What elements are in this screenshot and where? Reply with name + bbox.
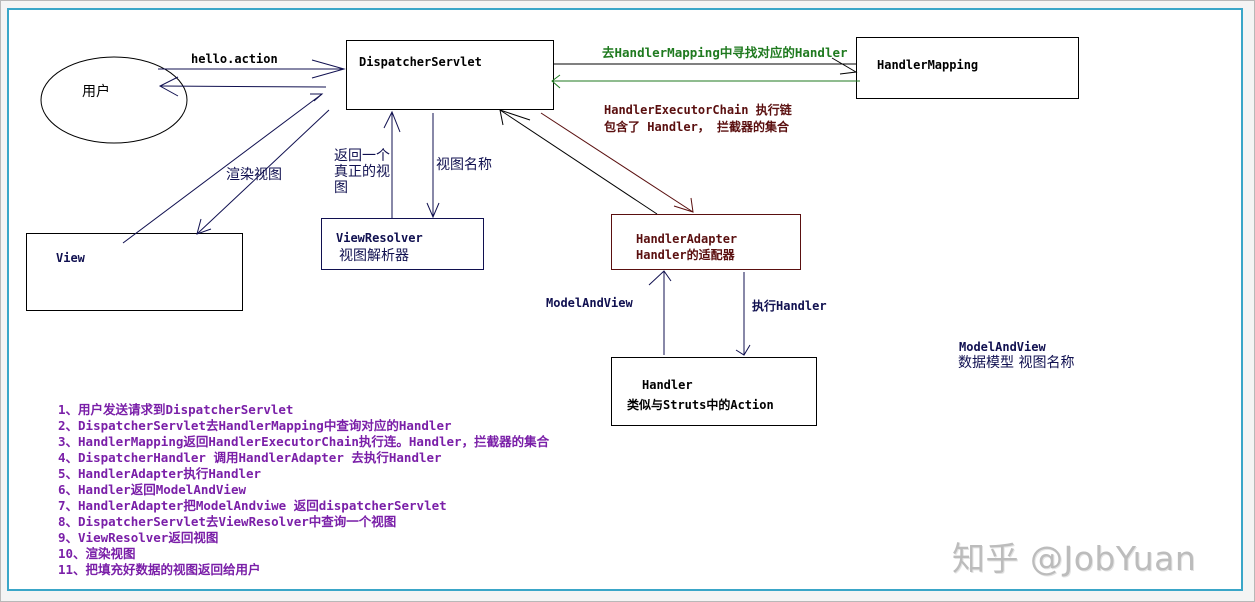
user-label: 用户 (82, 84, 110, 100)
edge-label-execute-handler: 执行Handler (752, 299, 827, 313)
arrowhead-down-icon (735, 344, 751, 356)
edge-label-return-view-line1: 返回一个 (334, 148, 390, 164)
arrowhead-icon (196, 218, 212, 235)
edge-label-render-view: 渲染视图 (226, 167, 282, 183)
arrowhead-up-icon (648, 270, 672, 286)
edge-label-execution-chain-line1: HandlerExecutorChain 执行链 (604, 103, 792, 117)
edge-label-return-view-line3: 图 (334, 180, 348, 196)
view-resolver-label: ViewResolver (336, 231, 423, 245)
edge-label-execution-chain-line2: 包含了 Handler， 拦截器的集合 (604, 120, 790, 134)
edge-dispatcher-to-adapter (540, 112, 694, 213)
step-item: 8、DispatcherServlet去ViewResolver中查询一个视图 (58, 514, 397, 529)
arrowhead-left-icon (158, 76, 179, 97)
arrowhead-icon (499, 109, 531, 126)
arrowhead-icon (673, 197, 694, 213)
view-box: View (26, 233, 243, 311)
step-item: 7、HandlerAdapter把ModelAndviwe 返回dispatch… (58, 498, 447, 513)
handler-label: Handler (642, 378, 693, 392)
arrowhead-up-icon (383, 110, 401, 133)
step-item: 10、渲染视图 (58, 546, 136, 561)
view-resolver-sublabel: 视图解析器 (339, 248, 409, 264)
step-item: 4、DispatcherHandler 调用HandlerAdapter 去执行… (58, 450, 442, 465)
steps-list: 1、用户发送请求到DispatcherServlet 2、DispatcherS… (58, 402, 549, 578)
handler-sublabel: 类似与Struts中的Action (627, 398, 774, 412)
step-item: 2、DispatcherServlet去HandlerMapping中查询对应的… (58, 418, 452, 433)
arrowhead-left-icon (551, 74, 561, 89)
arrowhead-right-icon (311, 59, 346, 79)
edge-label-find-handler: 去HandlerMapping中寻找对应的Handler (602, 45, 848, 60)
edge-label-model-and-view: ModelAndView (546, 296, 633, 310)
handler-adapter-label: HandlerAdapter (636, 232, 738, 246)
step-item: 6、Handler返回ModelAndView (58, 482, 247, 497)
view-resolver-box: ViewResolver 视图解析器 (321, 218, 484, 270)
watermark: 知乎 @JobYuan (952, 539, 1197, 578)
user-node (40, 56, 188, 144)
note-text: 数据模型 视图名称 (958, 355, 1075, 371)
dispatcher-servlet-box: DispatcherServlet (346, 40, 554, 110)
dispatcher-servlet-label: DispatcherServlet (359, 55, 482, 69)
arrowhead-right-icon (831, 57, 858, 75)
edge-label-return-view-line2: 真正的视 (334, 164, 390, 180)
step-item: 1、用户发送请求到DispatcherServlet (58, 402, 294, 417)
note-title: ModelAndView (959, 340, 1046, 354)
handler-adapter-box: HandlerAdapter Handler的适配器 (611, 214, 801, 270)
step-item: 9、ViewResolver返回视图 (58, 530, 219, 545)
arrowhead-icon (310, 93, 324, 102)
handler-adapter-sublabel: Handler的适配器 (636, 248, 735, 262)
step-item: 5、HandlerAdapter执行Handler (58, 466, 262, 481)
handler-mapping-label: HandlerMapping (877, 58, 979, 72)
view-label: View (56, 251, 85, 265)
edge-label-hello-action: hello.action (191, 52, 278, 66)
edge-view-to-dispatcher (122, 93, 323, 244)
edge-dispatcher-to-view (196, 109, 330, 235)
edge-adapter-to-dispatcher (499, 109, 658, 215)
handler-mapping-box: HandlerMapping (856, 37, 1079, 99)
edge-dispatcher-to-user (159, 85, 327, 88)
arrowhead-down-icon (426, 202, 440, 219)
edge-label-view-name: 视图名称 (436, 157, 492, 173)
step-item: 11、把填充好数据的视图返回给用户 (58, 562, 261, 577)
step-item: 3、HandlerMapping返回HandlerExecutorChain执行… (58, 434, 550, 449)
handler-box: Handler 类似与Struts中的Action (611, 357, 817, 426)
